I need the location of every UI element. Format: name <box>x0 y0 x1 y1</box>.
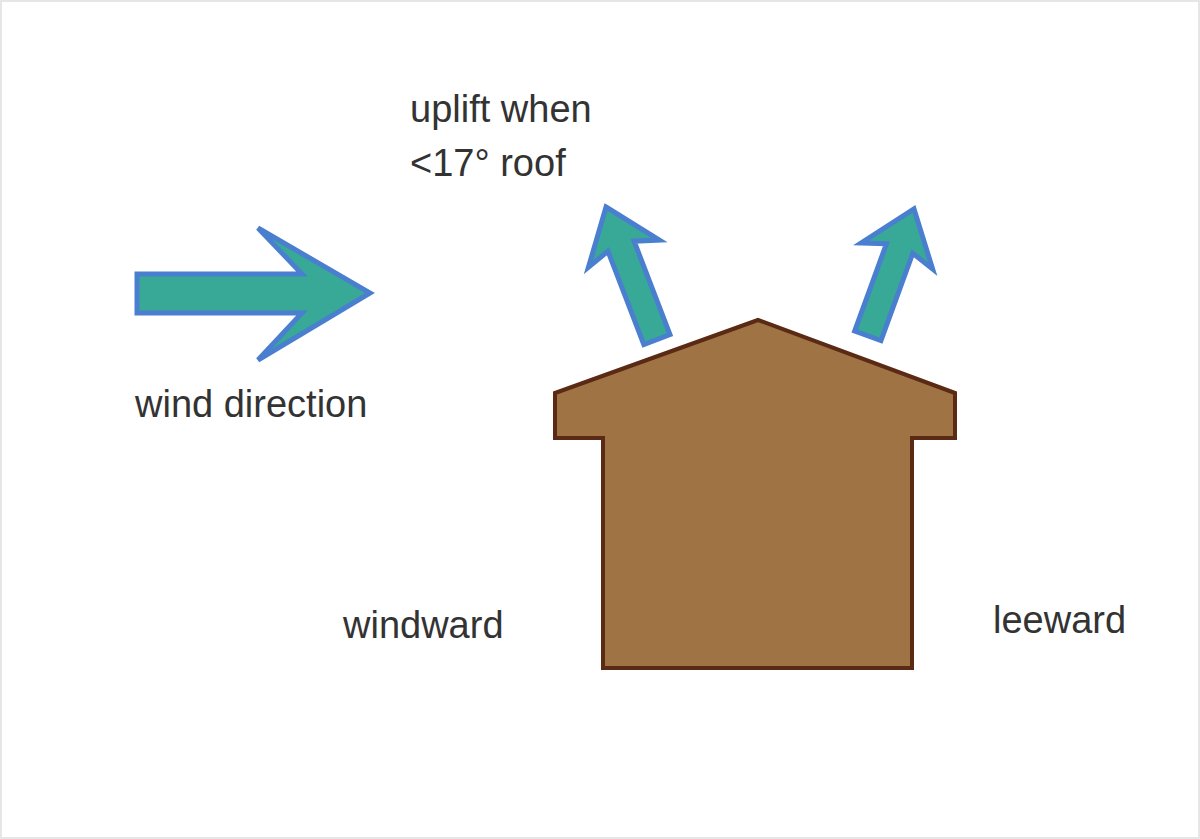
uplift-note: uplift when <17° roof <box>410 82 655 190</box>
side-label: windward <box>343 598 583 652</box>
wind-arrow <box>137 228 370 360</box>
uplift-arrow <box>571 193 693 353</box>
wind-label: wind direction <box>135 377 455 431</box>
side-label: leeward <box>993 593 1193 647</box>
house-shape <box>555 320 955 668</box>
uplift-arrow <box>832 196 950 349</box>
